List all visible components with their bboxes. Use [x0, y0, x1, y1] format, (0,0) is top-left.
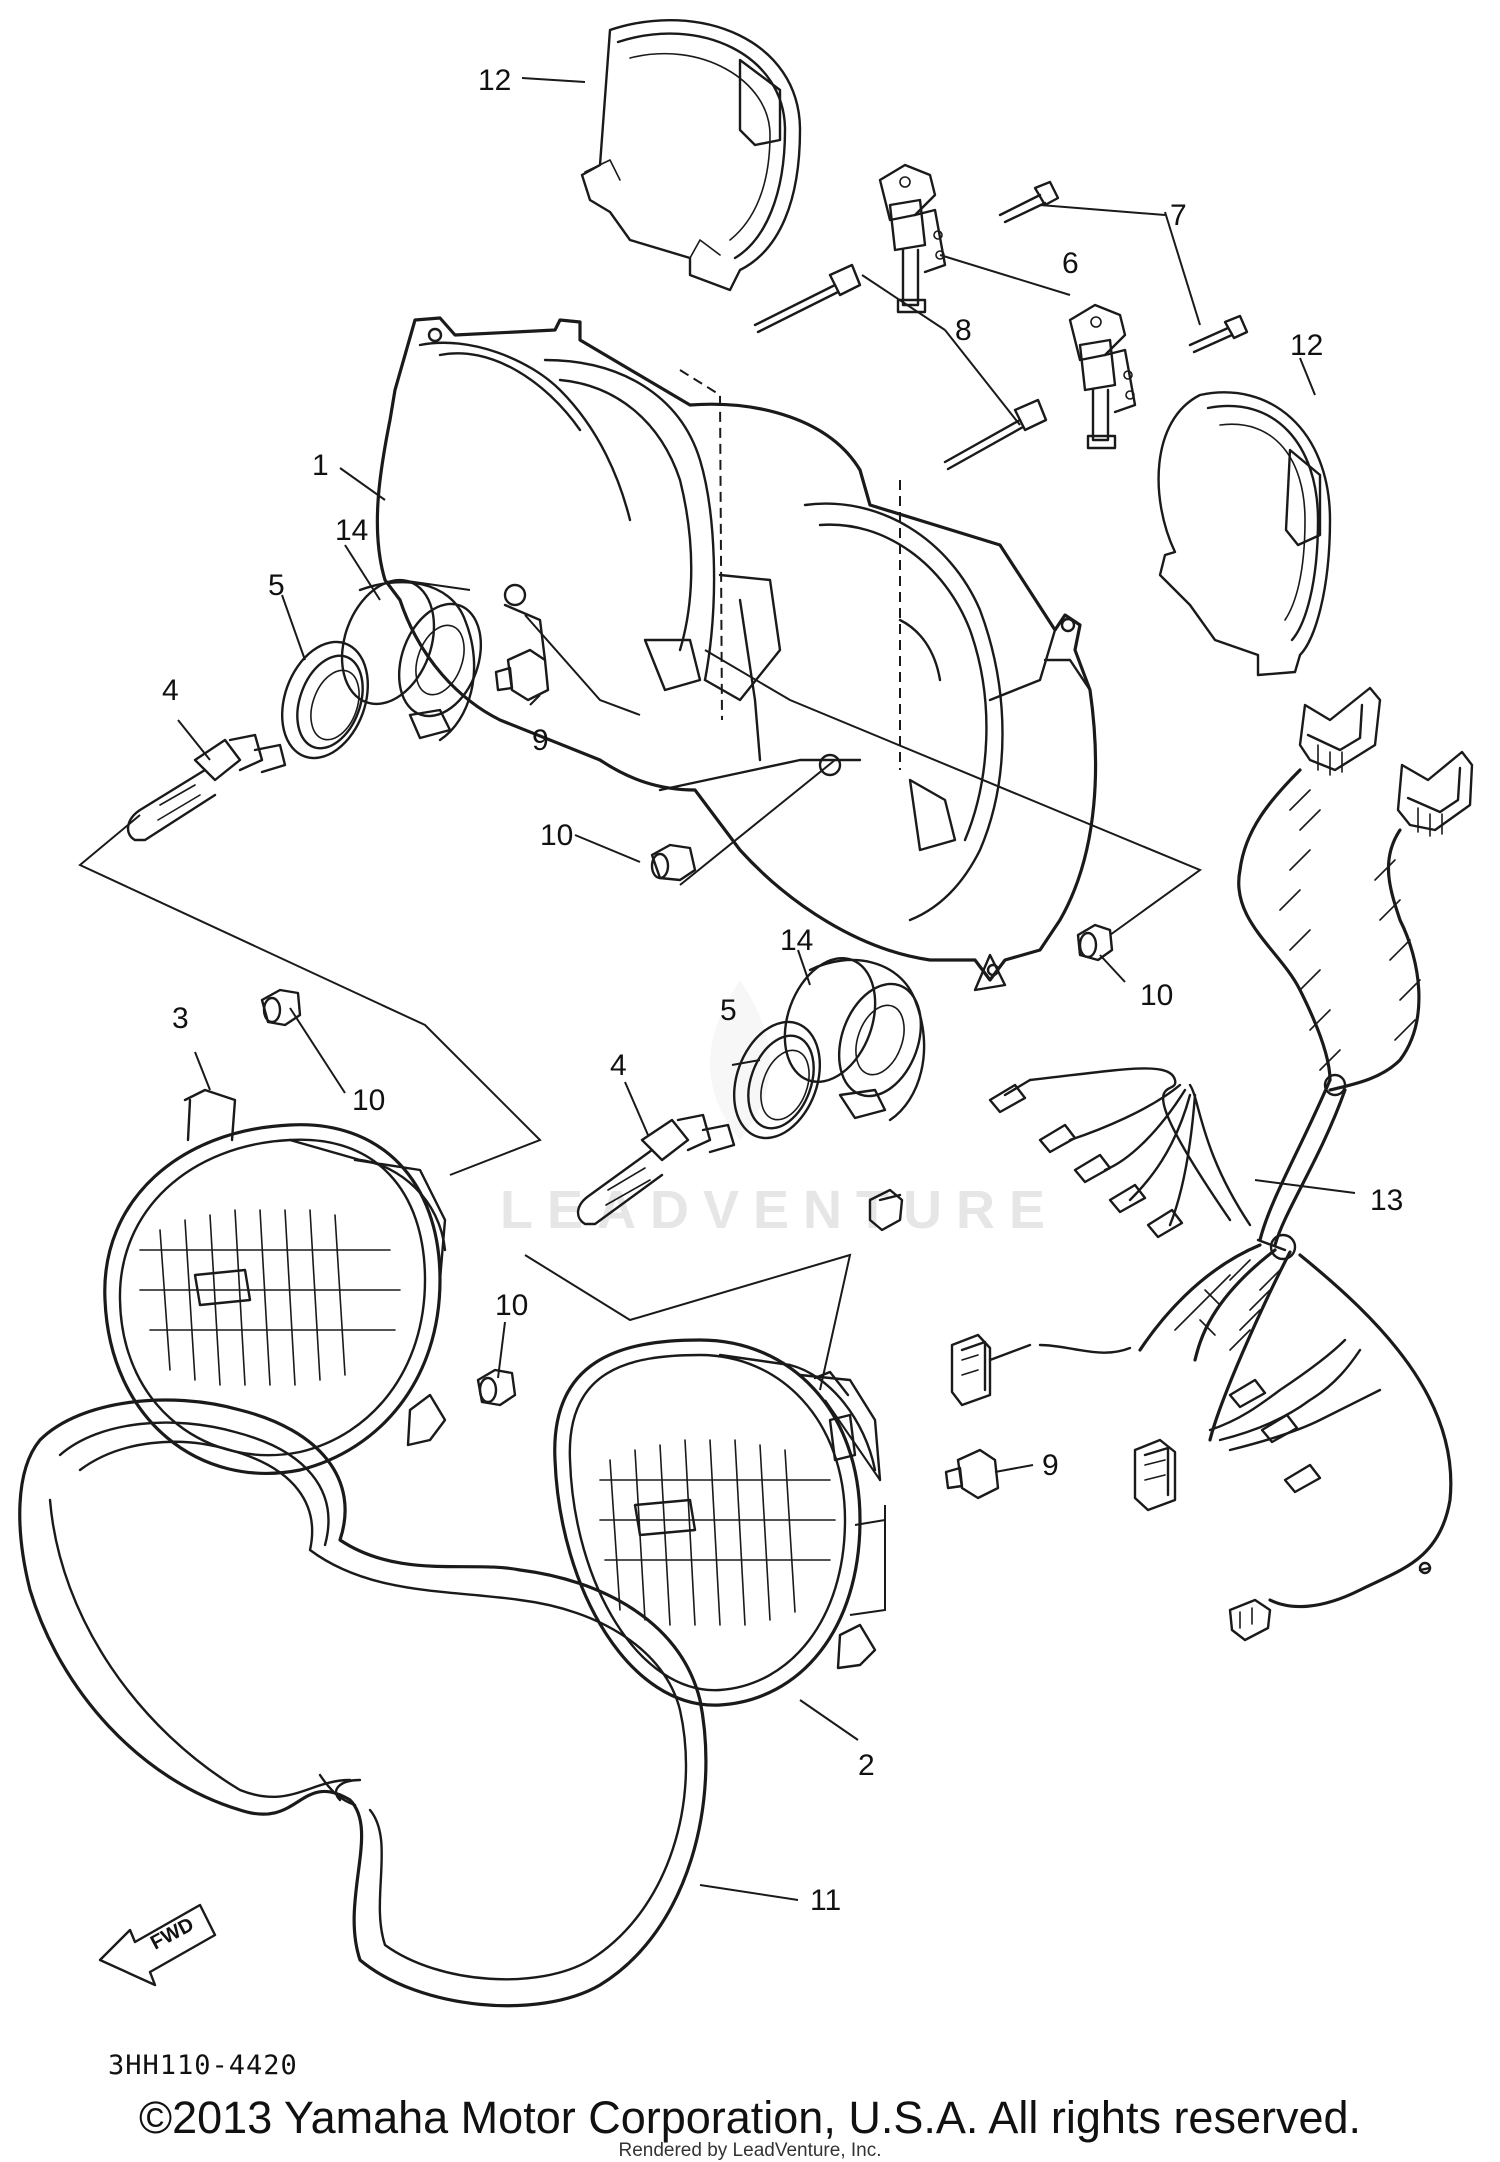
part-9-connector-upper: [494, 648, 550, 702]
callout-leaders: [177, 77, 1356, 1901]
part-12-headlight-cover-left: [580, 18, 802, 292]
part-1-headlight-housing: [375, 316, 1098, 992]
callout-6: 6: [1062, 247, 1079, 280]
callout-8: 8: [955, 314, 972, 347]
part-14-socket-lower: [783, 956, 926, 1122]
part-14-socket-upper: [340, 578, 483, 742]
copyright-notice: ©2013 Yamaha Motor Corporation, U.S.A. A…: [138, 2092, 1362, 2143]
part-7-bolt-lower: [1188, 314, 1249, 354]
part-5-ring-upper: [280, 640, 370, 760]
callout-1: 1: [312, 449, 329, 482]
callout-9-upper: 9: [532, 724, 549, 757]
callout-4-lower: 4: [610, 1049, 627, 1082]
part-7-bolt-upper: [998, 180, 1060, 224]
part-9-connector-lower: [944, 1448, 1000, 1500]
part-3-headlight-unit-left: [103, 1088, 447, 1475]
callout-5-upper: 5: [268, 569, 285, 602]
callout-12-left: 12: [478, 64, 511, 97]
callout-13: 13: [1370, 1184, 1403, 1217]
harness-connector-top-left: [1298, 686, 1382, 776]
callout-14-lower: 14: [780, 924, 813, 957]
part-10-grommet-2: [1076, 923, 1114, 962]
part-8-bolt-upper: [753, 263, 862, 334]
part-4-bulb-upper: [126, 733, 287, 842]
harness-connector-left: [950, 1333, 1032, 1407]
part-13-wiring-harness: [1003, 768, 1453, 1609]
callout-10-left: 10: [352, 1084, 385, 1117]
callout-14-upper: 14: [335, 514, 368, 547]
callout-10-upper: 10: [540, 819, 573, 852]
diagram-code: 3HH110-4420: [108, 2050, 298, 2081]
part-8-bolt-lower: [943, 398, 1048, 471]
part-11-headlight-bezel: [18, 1398, 708, 2008]
part-12-headlight-cover-right: [1157, 391, 1332, 677]
callout-12-right: 12: [1290, 329, 1323, 362]
callout-labels: 12 7 6 8 12 1 14 5 4 9 10 10 14 5 4 3 10…: [162, 64, 1403, 1917]
callout-10-right: 10: [1140, 979, 1173, 1012]
harness-connector-bottom: [1228, 1598, 1272, 1642]
callout-4-upper: 4: [162, 674, 179, 707]
part-6-bracket-lower: [1068, 303, 1137, 450]
harness-connector-bottom-left: [1133, 1438, 1177, 1512]
callout-7: 7: [1170, 199, 1187, 232]
harness-connector-top-right: [1396, 750, 1474, 837]
callout-3: 3: [172, 1002, 189, 1035]
harness-terminals-middle: [988, 1083, 1184, 1239]
part-10-grommet-1: [650, 843, 697, 882]
callout-9-lower: 9: [1042, 1449, 1059, 1482]
watermark-logo: [710, 980, 770, 1140]
callout-5-lower: 5: [720, 994, 737, 1027]
assembly-guide-lines: [78, 369, 1203, 1616]
part-6-bracket-upper: [878, 163, 947, 314]
callout-2: 2: [858, 1749, 875, 1782]
callout-11: 11: [810, 1884, 841, 1917]
part-4-bulb-lower: [576, 1113, 736, 1226]
part-10-grommet-3: [260, 988, 302, 1027]
rendered-by-text: Rendered by LeadVenture, Inc.: [618, 2140, 882, 2161]
forward-direction-arrow[interactable]: FWD: [98, 1903, 217, 1987]
part-5-ring-lower: [732, 1020, 822, 1140]
harness-sub-connector: [868, 1188, 904, 1232]
part-10-grommet-4: [476, 1368, 517, 1407]
harness-terminals-lower: [1228, 1378, 1322, 1494]
part-2-headlight-unit-right: [553, 1338, 882, 1707]
callout-10-lower: 10: [495, 1289, 528, 1322]
watermark-text: LEADVENTURE: [500, 1180, 1059, 1240]
